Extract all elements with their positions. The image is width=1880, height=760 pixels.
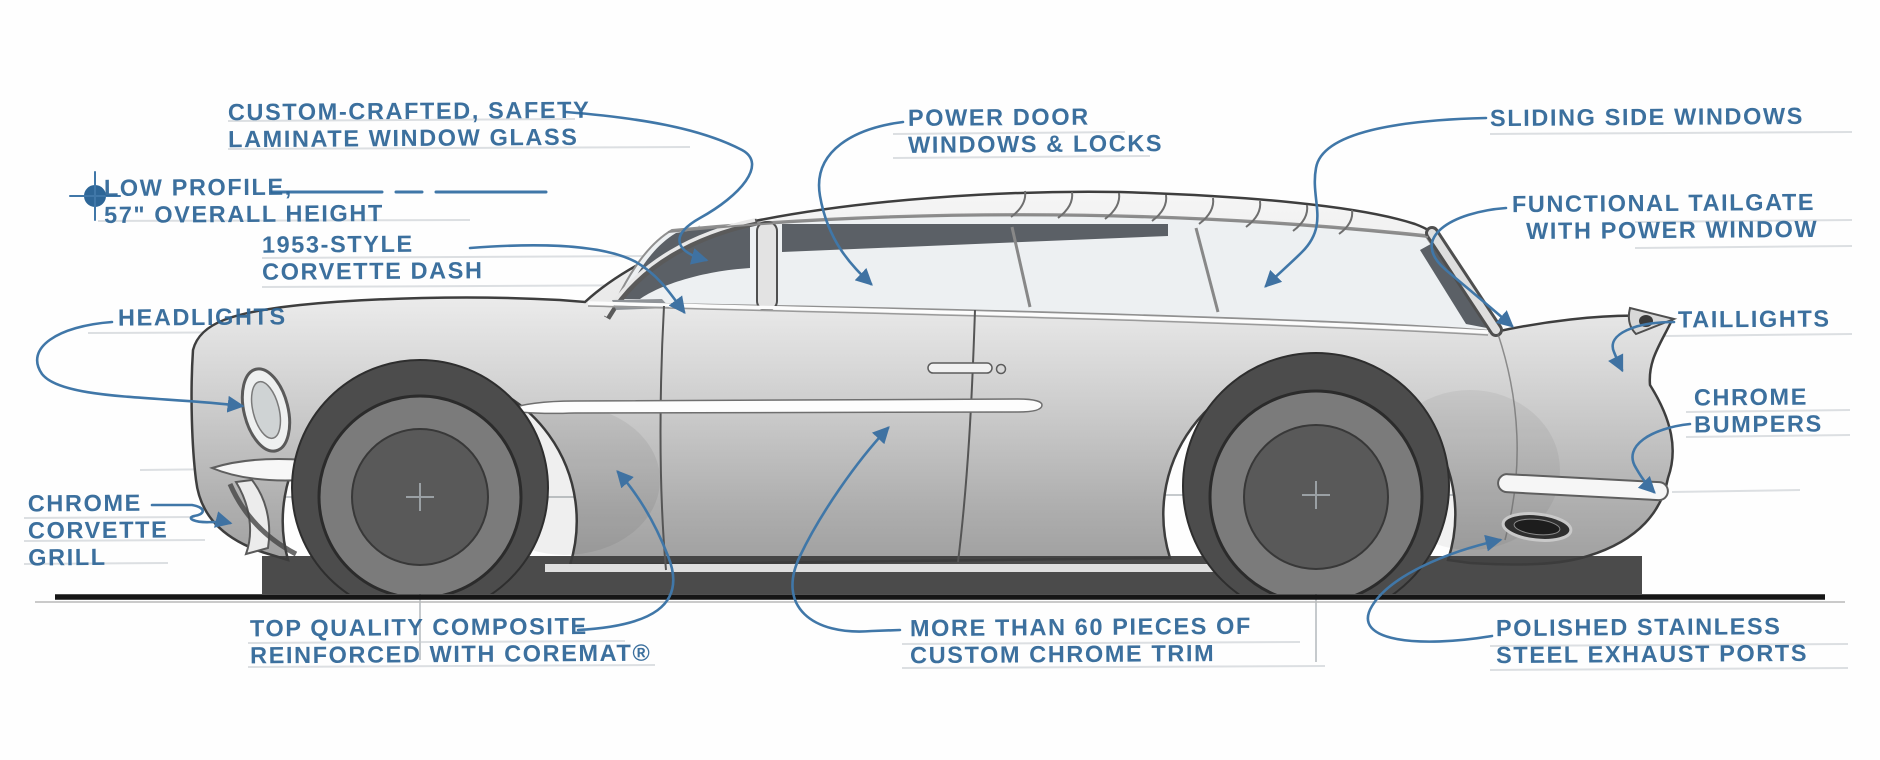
callout-low-profile: LOW PROFILE, 57" OVERALL HEIGHT — [104, 173, 384, 229]
leader-corvette-dash-line — [468, 244, 686, 315]
leader-taillights-line — [1608, 320, 1676, 373]
beltline-shadow — [587, 305, 1489, 336]
a-pillar — [603, 218, 758, 320]
door-gap-front — [659, 305, 667, 571]
leader-power-door-line — [817, 120, 905, 286]
callout-text: CUSTOM CHROME TRIM — [910, 640, 1216, 669]
callout-text: POWER DOOR — [907, 103, 1090, 131]
callout-text: WINDOWS & LOCKS — [908, 130, 1164, 158]
window-mullions — [1010, 226, 1220, 313]
callout-text: 57" OVERALL HEIGHT — [104, 200, 384, 228]
body-chrome-lines — [505, 301, 1518, 571]
callout-custom-glass: CUSTOM-CRAFTED, SAFETY LAMINATE WINDOW G… — [228, 97, 591, 154]
pencil-guide-lines — [23, 118, 1853, 671]
callout-chrome-trim: MORE THAN 60 PIECES OF CUSTOM CHROME TRI… — [910, 613, 1252, 669]
callout-power-door: POWER DOOR WINDOWS & LOCKS — [908, 103, 1163, 159]
annotation-layer — [35, 110, 1692, 643]
door-gap-rear — [957, 309, 976, 563]
leader-chrome-grill-line — [150, 503, 233, 528]
leader-composite-line — [576, 470, 675, 632]
callout-sliding-windows: SLIDING SIDE WINDOWS — [1490, 103, 1804, 132]
callout-text: MORE THAN 60 PIECES OF — [909, 612, 1253, 642]
callout-text: REINFORCED WITH COREMAT® — [250, 639, 652, 669]
leader-chrome-bumpers-line — [1631, 422, 1692, 494]
callout-text: FUNCTIONAL TAILGATE — [1511, 188, 1816, 218]
leader-exhaust-line — [1366, 534, 1503, 643]
callout-chrome-bumpers: CHROME BUMPERS — [1694, 384, 1823, 439]
callout-text: STEEL EXHAUST PORTS — [1496, 639, 1809, 669]
door-handle — [927, 362, 993, 374]
roof-ribs — [1010, 190, 1354, 235]
leader-sliding-windows-line — [1264, 116, 1488, 288]
callout-text: BUMPERS — [1694, 410, 1823, 438]
callout-text: GRILL — [28, 543, 107, 571]
wheel-center-ticks — [406, 481, 1330, 511]
callout-text: CHROME — [27, 489, 142, 517]
headlight — [240, 367, 292, 453]
leader-headlights-line — [35, 320, 245, 413]
callout-chrome-grill: CHROME CORVETTE GRILL — [28, 490, 169, 572]
side-chrome-spear — [505, 398, 1043, 415]
callout-text: CHROME — [1693, 383, 1809, 411]
d-pillar-chrome — [1428, 229, 1500, 334]
leader-custom-glass-line — [564, 110, 754, 265]
callout-text: LAMINATE WINDOW GLASS — [228, 123, 579, 153]
a-pillar-chrome — [603, 218, 756, 317]
rear-bumper-blade — [1497, 473, 1669, 502]
rocker-sill — [545, 564, 1235, 572]
callout-text: LOW PROFILE, — [103, 173, 293, 201]
roof-drip-rail — [667, 214, 1429, 238]
callout-corvette-dash: 1953-STYLE CORVETTE DASH — [262, 230, 484, 286]
callout-exhaust: POLISHED STAINLESS STEEL EXHAUST PORTS — [1496, 613, 1808, 669]
leader-chrome-trim-line — [791, 426, 902, 633]
grill-shadow — [227, 483, 298, 557]
tailgate-seam — [1497, 333, 1518, 541]
callout-text: CORVETTE DASH — [262, 257, 484, 285]
callout-composite: TOP QUALITY COMPOSITE REINFORCED WITH CO… — [250, 613, 652, 670]
exhaust-port — [1501, 512, 1573, 542]
ground-line — [35, 594, 1845, 603]
b-pillar — [756, 221, 778, 311]
callout-text: POLISHED STAINLESS — [1495, 613, 1782, 642]
callout-text: TOP QUALITY COMPOSITE — [249, 613, 588, 642]
callout-text: TAILLIGHTS — [1677, 305, 1831, 333]
leader-tailgate-line — [1430, 206, 1514, 328]
callout-tailgate: FUNCTIONAL TAILGATE WITH POWER WINDOW — [1512, 189, 1819, 245]
callout-taillights: TAILLIGHTS — [1678, 305, 1831, 333]
callout-text: HEADLIGHTS — [117, 303, 287, 331]
callout-text: SLIDING SIDE WINDOWS — [1489, 102, 1805, 132]
door-lock-button — [995, 363, 1007, 375]
door-glass-tint — [624, 226, 750, 299]
greenhouse — [603, 190, 1503, 337]
callout-text: WITH POWER WINDOW — [1526, 215, 1819, 244]
callout-text: 1953-STYLE — [261, 230, 414, 258]
callout-headlights: HEADLIGHTS — [118, 303, 287, 331]
upper-glass-tint-band — [782, 224, 1168, 252]
callout-text: CORVETTE — [27, 516, 169, 544]
beltline-chrome — [587, 301, 1489, 334]
datum-target-icon — [69, 171, 121, 221]
callout-text: CUSTOM-CRAFTED, SAFETY — [227, 96, 591, 126]
